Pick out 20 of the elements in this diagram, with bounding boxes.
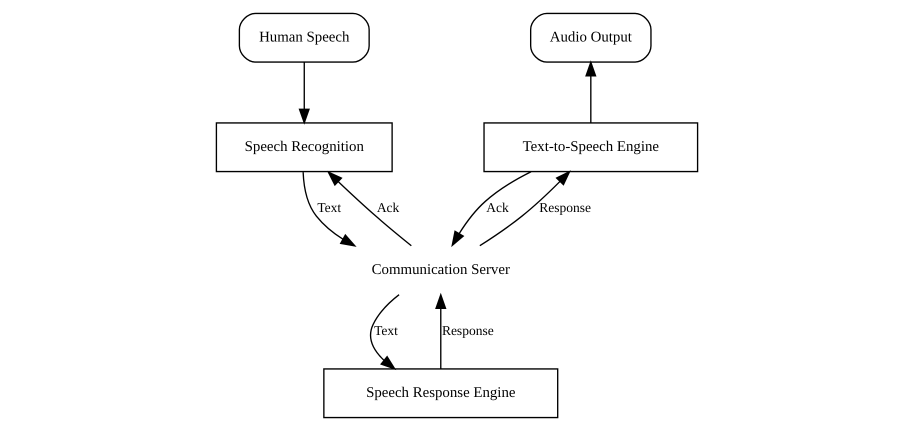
arrow <box>585 60 596 123</box>
arrow <box>298 62 310 125</box>
arrow <box>302 172 357 247</box>
edge-label: Ack <box>486 200 509 216</box>
edge-label: Text <box>374 323 398 338</box>
node-box: Audio Output <box>530 12 652 63</box>
arrow <box>435 292 446 369</box>
node-text: Communication Server <box>372 262 510 278</box>
arrow <box>370 294 400 370</box>
edge-label: Text <box>317 200 342 216</box>
node-box: Speech Recognition <box>216 122 393 172</box>
node-box: Text-to-Speech Engine <box>483 122 698 172</box>
node-box: Human Speech <box>238 12 370 63</box>
edge-label: Ack <box>376 200 400 216</box>
arrow <box>451 171 532 248</box>
edge-label: Response <box>539 200 592 216</box>
edge-label: Response <box>442 323 494 338</box>
arrow <box>479 170 571 246</box>
arrow <box>326 170 412 246</box>
node-box: Speech Response Engine <box>323 368 558 418</box>
